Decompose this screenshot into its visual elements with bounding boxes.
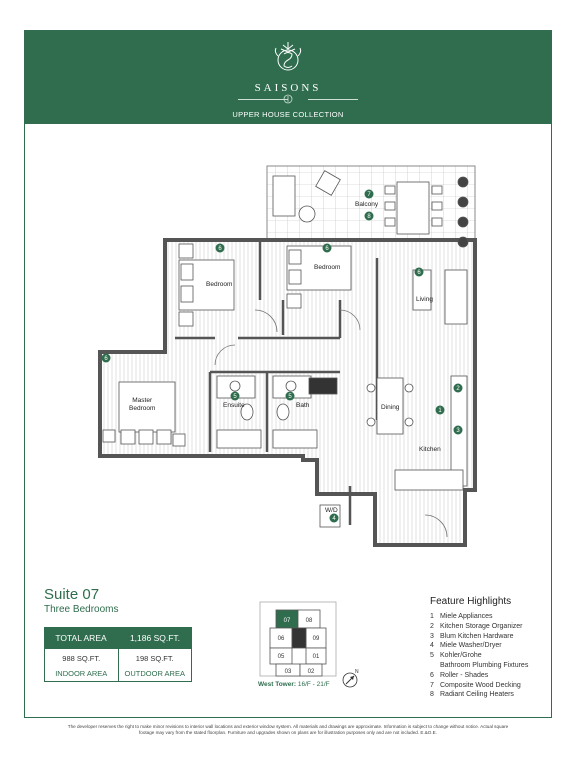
leaf-s-monogram-icon: [274, 42, 302, 71]
room-label-bath: Bath: [296, 402, 310, 409]
north-arrow-icon: N: [342, 669, 359, 688]
outdoor-area-cell: 198 SQ.FT. OUTDOOR AREA: [117, 649, 192, 681]
keyplan-label-09: 09: [313, 636, 320, 642]
disclaimer-text: The developer reserves the right to make…: [67, 724, 509, 735]
room-label-bedroom-2: Bedroom: [314, 264, 341, 271]
svg-text:5: 5: [288, 394, 292, 400]
room-label-master-bedroom: Master Bedroom: [129, 397, 156, 412]
svg-text:6: 6: [417, 270, 421, 276]
outdoor-area-value: 198 SQ.FT.: [135, 654, 174, 663]
keyplan-label-07: 07: [284, 618, 291, 624]
suite-subtitle: Three Bedrooms: [44, 604, 119, 615]
total-area-value: 1,186 SQ.FT.: [129, 633, 181, 643]
svg-text:6: 6: [218, 246, 222, 252]
tower-floors: West Tower: 16/F - 21/F: [258, 681, 330, 688]
room-label-balcony: Balcony: [355, 201, 379, 208]
indoor-area-value: 988 SQ.FT.: [62, 654, 101, 663]
keyplan-label-01: 01: [313, 654, 320, 660]
area-breakdown: 988 SQ.FT. INDOOR AREA 198 SQ.FT. OUTDOO…: [44, 649, 192, 682]
keyplan-label-06: 06: [278, 636, 285, 642]
svg-text:2: 2: [456, 386, 460, 392]
divider-left: [238, 99, 288, 100]
svg-text:6: 6: [104, 356, 108, 362]
floor-plan: 7 8 6 6 6 6 5 5 2 1 3 4: [98, 165, 477, 547]
keyplan-label-08: 08: [306, 618, 313, 624]
total-area-label: TOTAL AREA: [55, 633, 107, 643]
room-label-bedroom-1: Bedroom: [206, 281, 233, 288]
keyplan-unit-02: [299, 663, 323, 677]
feature-highlights-title: Feature Highlights: [430, 596, 512, 607]
svg-text:7: 7: [367, 192, 371, 198]
key-plan: 07 08 06 09 05 01 03 02: [259, 601, 337, 677]
indoor-area-label: INDOOR AREA: [55, 669, 108, 678]
room-label-wd: W/D: [325, 507, 338, 514]
divider-right: [308, 99, 358, 100]
keyplan-label-05: 05: [278, 654, 285, 660]
area-table: TOTAL AREA 1,186 SQ.FT. 988 SQ.FT. INDOO…: [44, 627, 192, 682]
keyplan-label-03: 03: [285, 669, 292, 675]
suite-title: Suite 07: [44, 586, 100, 603]
header-banner: SAISONS UPPER HOUSE COLLECTION: [24, 30, 552, 124]
room-label-ensuite: Ensuite: [223, 402, 245, 409]
tower-floor-range: 16/F - 21/F: [297, 681, 330, 688]
north-label: N: [355, 669, 359, 675]
svg-text:1: 1: [438, 408, 442, 414]
collection-name: UPPER HOUSE COLLECTION: [232, 110, 344, 119]
tower-label: West Tower:: [258, 681, 297, 688]
svg-text:8: 8: [367, 214, 371, 220]
svg-text:3: 3: [456, 428, 460, 434]
svg-text:5: 5: [233, 394, 237, 400]
brand-name: SAISONS: [254, 82, 322, 94]
ornament-icon: [283, 94, 293, 104]
keyplan-label-02: 02: [308, 669, 315, 675]
svg-text:4: 4: [332, 516, 336, 522]
room-label-kitchen: Kitchen: [419, 446, 441, 453]
room-label-dining: Dining: [381, 404, 400, 411]
room-label-living: Living: [416, 296, 433, 303]
keyplan-core: [291, 627, 307, 649]
svg-text:6: 6: [325, 246, 329, 252]
outdoor-area-label: OUTDOOR AREA: [124, 669, 185, 678]
total-area-row: TOTAL AREA 1,186 SQ.FT.: [44, 627, 192, 649]
indoor-area-cell: 988 SQ.FT. INDOOR AREA: [45, 649, 118, 681]
